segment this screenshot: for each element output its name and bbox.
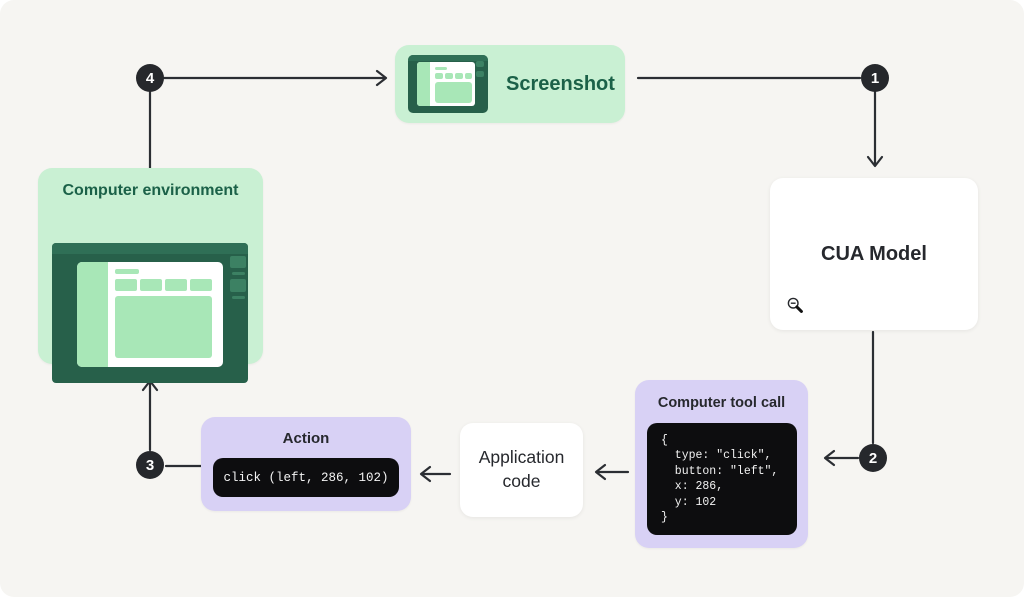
action-code-text: click (left, 286, 102)	[223, 470, 389, 485]
screenshot-node: Screenshot	[395, 45, 625, 123]
step-badge-1: 1	[861, 64, 889, 92]
code-line: x: 286,	[661, 480, 724, 494]
zoom-out-cursor-icon	[787, 297, 803, 313]
step-badge-3: 3	[136, 451, 164, 479]
computer-tool-call-title: Computer tool call	[657, 395, 786, 411]
arrowhead-left	[823, 449, 836, 467]
code-line: }	[661, 511, 668, 525]
screenshot-monitor-icon	[408, 55, 488, 113]
browser-window-illustration	[77, 262, 223, 367]
action-node: Action click (left, 286, 102)	[201, 417, 411, 511]
computer-environment-monitor-illustration	[52, 243, 248, 383]
step-badge-4: 4	[136, 64, 164, 92]
action-title: Action	[282, 430, 330, 447]
screenshot-label: Screenshot	[506, 72, 615, 95]
code-line: type: "click",	[661, 449, 772, 463]
cua-model-label: CUA Model	[821, 242, 927, 265]
application-code-label: Application code	[478, 447, 565, 491]
code-line: button: "left",	[661, 464, 779, 478]
computer-environment-node: Computer environment	[38, 168, 263, 383]
computer-environment-label: Computer environment	[62, 182, 239, 199]
arrowhead-left	[419, 465, 432, 483]
arrowhead-right	[375, 69, 388, 87]
tool-call-code-block: { type: "click", button: "left", x: 286,…	[647, 423, 797, 535]
application-code-node: Application code	[460, 423, 583, 517]
action-code-pill: click (left, 286, 102)	[213, 458, 399, 497]
computer-tool-call-node: Computer tool call { type: "click", butt…	[635, 380, 808, 548]
arrowhead-down	[866, 155, 884, 168]
arrowhead-left	[594, 463, 607, 481]
code-line: {	[661, 434, 668, 447]
step-badge-2: 2	[859, 444, 887, 472]
cua-model-node: CUA Model	[770, 178, 978, 330]
code-line: y: 102	[661, 495, 717, 509]
